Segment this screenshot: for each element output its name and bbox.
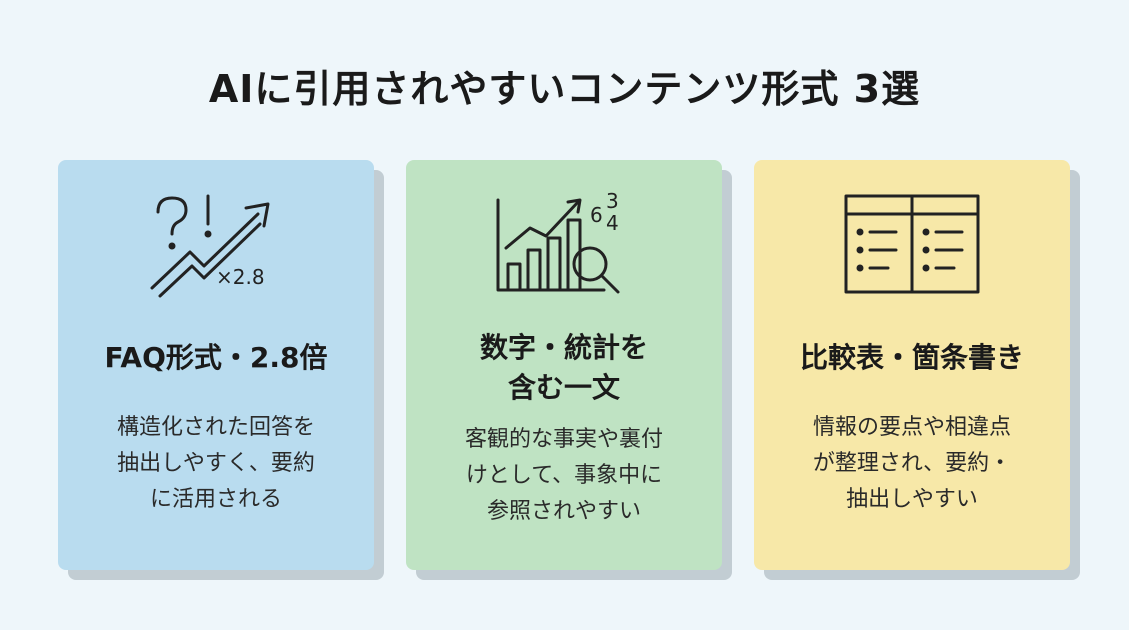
card-panel: ×2.8 FAQ形式・2.8倍 構造化された回答を 抽出しやすく、要約 に活用さ… — [58, 160, 374, 570]
faq-growth-icon: ×2.8 — [150, 194, 270, 298]
card-faq: ×2.8 FAQ形式・2.8倍 構造化された回答を 抽出しやすく、要約 に活用さ… — [58, 160, 384, 580]
icon-number: 6 — [590, 203, 603, 227]
card-description: 客観的な事実や裏付 けとして、事象中に 参照されやすい — [464, 427, 663, 524]
card-comparison: 比較表・箇条書き 情報の要点や相違点 が整理され、要約・ 抽出しやすい — [754, 160, 1080, 580]
card-statistics: 6 3 4 数字・統計を 含む一文 客観的な事実や裏付 けとして、事象中に 参照… — [406, 160, 732, 580]
card-heading: 数字・統計を 含む一文 — [479, 331, 648, 404]
stats-chart-magnifier-icon: 6 3 4 — [496, 190, 620, 294]
page-title: AIに引用されやすいコンテンツ形式 3選 — [208, 67, 921, 111]
card-heading: FAQ形式・2.8倍 — [104, 341, 328, 374]
card-panel: 6 3 4 数字・統計を 含む一文 客観的な事実や裏付 けとして、事象中に 参照… — [406, 160, 722, 570]
icon-label: ×2.8 — [216, 265, 265, 289]
card-heading: 比較表・箇条書き — [799, 341, 1024, 374]
icon-number: 4 — [606, 211, 619, 235]
icon-number: 3 — [606, 190, 619, 213]
comparison-table-icon — [844, 194, 980, 294]
card-description: 構造化された回答を 抽出しやすく、要約 に活用される — [116, 415, 315, 512]
card-panel: 比較表・箇条書き 情報の要点や相違点 が整理され、要約・ 抽出しやすい — [754, 160, 1070, 570]
card-description: 情報の要点や相違点 が整理され、要約・ 抽出しやすい — [812, 415, 1012, 512]
